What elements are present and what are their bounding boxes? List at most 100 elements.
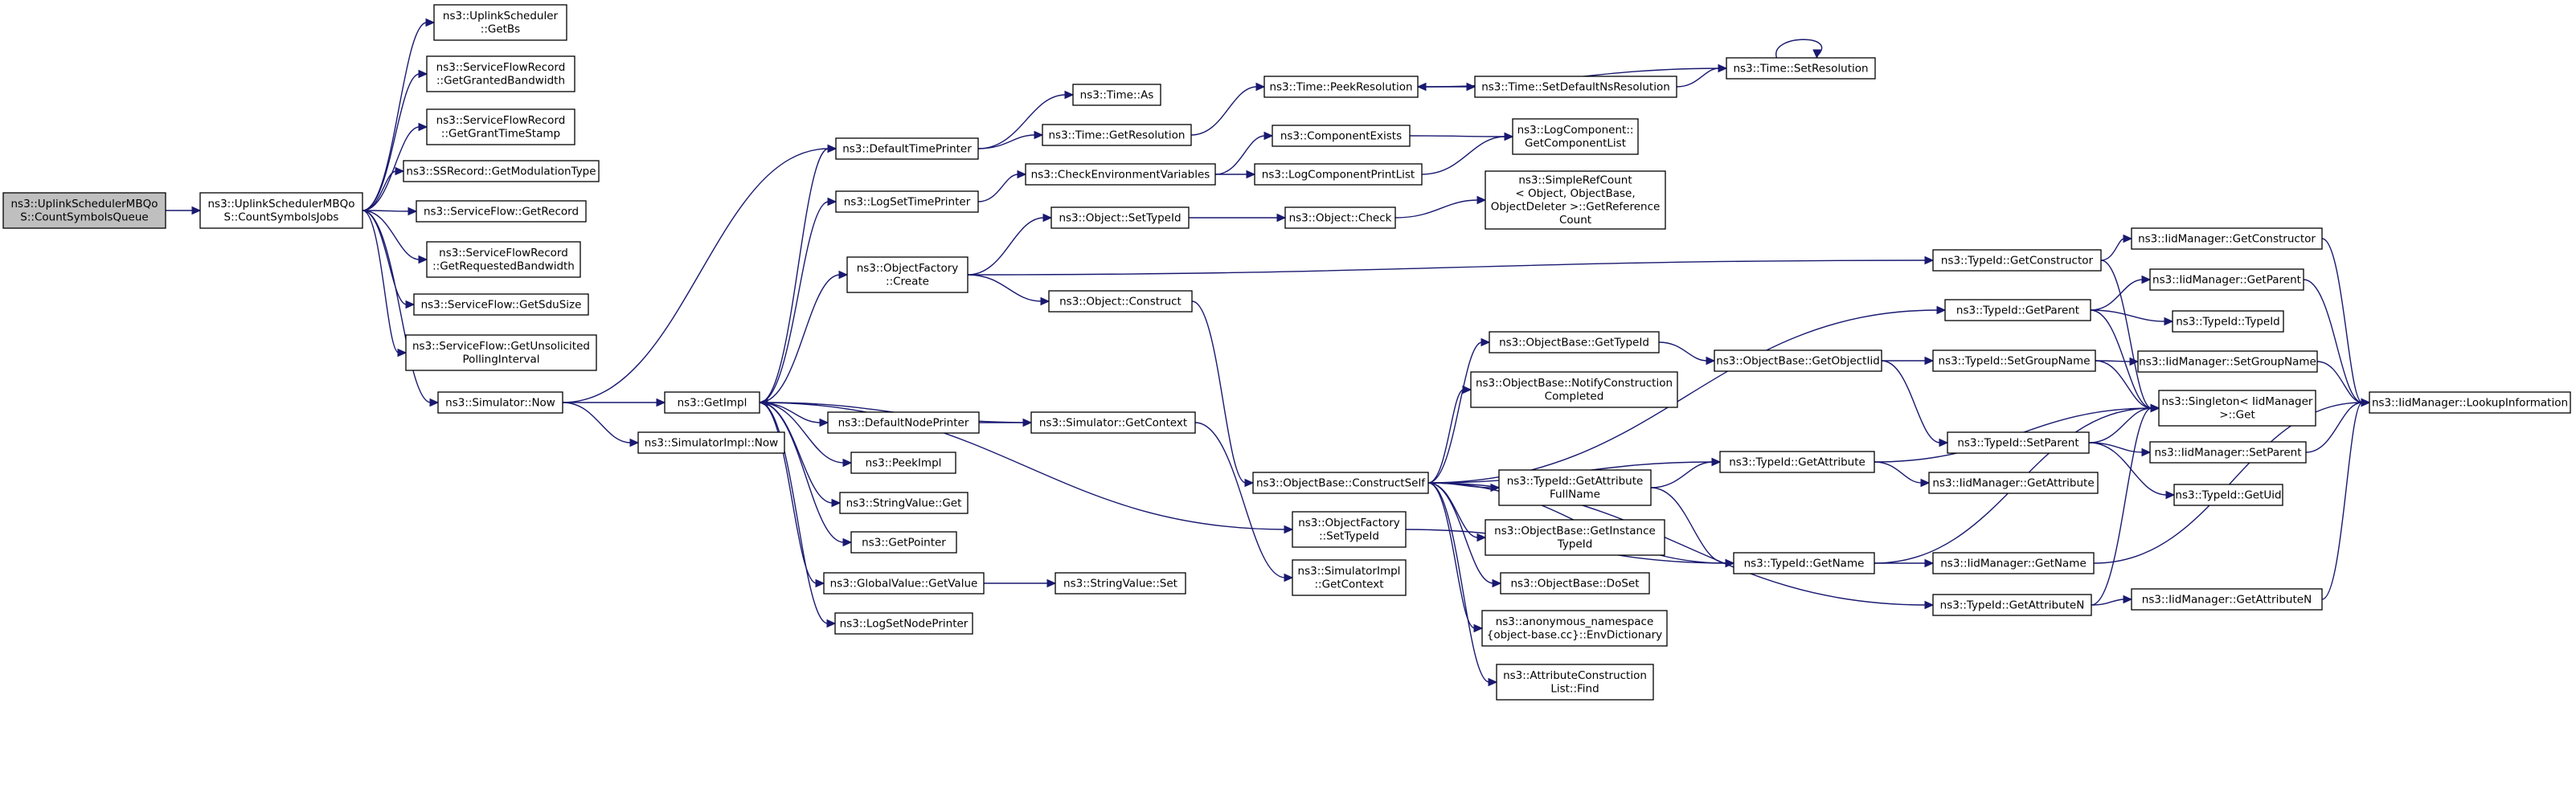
node-obgoti[interactable]: ns3::ObjectBase::GetObjectIid bbox=[1714, 349, 1882, 372]
node-iigan[interactable]: ns3::IidManager::GetAttributeN bbox=[2131, 588, 2323, 611]
node-box bbox=[1489, 331, 1660, 354]
node-cev[interactable]: ns3::CheckEnvironmentVariables bbox=[1025, 163, 1216, 186]
edge-line bbox=[1190, 86, 1258, 136]
node-label: Completed bbox=[1545, 390, 1604, 403]
node-box bbox=[2172, 310, 2284, 333]
node-anon[interactable]: ns3::anonymous_namespace{object-base.cc}… bbox=[1481, 610, 1668, 647]
node-tsr[interactable]: ns3::Time::SetResolution bbox=[1726, 57, 1876, 80]
edge-arrowhead bbox=[758, 398, 768, 407]
node-label: ns3::GlobalValue::GetValue bbox=[830, 577, 978, 590]
edge-line bbox=[1427, 482, 1479, 538]
node-lsnp[interactable]: ns3::LogSetNodePrinter bbox=[834, 612, 973, 635]
node-tpr[interactable]: ns3::Time::PeekResolution bbox=[1263, 76, 1419, 98]
edge-line bbox=[2100, 260, 2152, 409]
node-label: ns3::TypeId::GetUid bbox=[2175, 488, 2281, 501]
node-label: ns3::SimulatorImpl::Now bbox=[645, 436, 778, 449]
node-dtp[interactable]: ns3::DefaultTimePrinter bbox=[835, 137, 979, 160]
edge-dtp-to-tas bbox=[977, 90, 1075, 149]
node-ofc[interactable]: ns3::ObjectFactory::Create bbox=[846, 256, 969, 293]
node-gvgv[interactable]: ns3::GlobalValue::GetValue bbox=[823, 572, 985, 595]
node-tisgn[interactable]: ns3::TypeId::SetGroupName bbox=[1932, 349, 2096, 372]
node-box bbox=[2131, 588, 2323, 611]
node-tigan[interactable]: ns3::TypeId::GetAttributeN bbox=[1932, 594, 2092, 616]
node-gptr[interactable]: ns3::GetPointer bbox=[850, 531, 957, 554]
edge-line bbox=[2090, 279, 2144, 311]
edge-getimpl-to-lsnp bbox=[759, 402, 837, 628]
edge-tisp-to-iisp bbox=[2088, 442, 2152, 457]
node-iiga[interactable]: ns3::IidManager::GetAttribute bbox=[1928, 472, 2099, 494]
node-gmt[interactable]: ns3::SSRecord::GetModulationType bbox=[403, 160, 600, 182]
node-lcgcl[interactable]: ns3::LogComponent::GetComponentList bbox=[1512, 118, 1639, 155]
node-tgr[interactable]: ns3::Time::GetResolution bbox=[1042, 124, 1192, 146]
node-iign[interactable]: ns3::IidManager::GetName bbox=[1932, 552, 2095, 574]
node-svset[interactable]: ns3::StringValue::Set bbox=[1055, 572, 1186, 595]
edge-line bbox=[2090, 309, 2152, 409]
edge-arrowhead bbox=[2123, 234, 2133, 243]
node-obgti[interactable]: ns3::ObjectBase::GetTypeId bbox=[1489, 331, 1660, 354]
node-tign[interactable]: ns3::TypeId::GetName bbox=[1733, 552, 1875, 574]
node-iisgn[interactable]: ns3::IidManager::SetGroupName bbox=[2137, 350, 2318, 373]
node-obcs[interactable]: ns3::ObjectBase::ConstructSelf bbox=[1252, 472, 1429, 494]
node-label: ns3::Time::SetDefaultNsResolution bbox=[1481, 80, 1670, 93]
edge-arrowhead bbox=[1939, 438, 1949, 447]
node-sfgr[interactable]: ns3::ServiceFlow::GetRecord bbox=[416, 200, 587, 223]
node-tsdnr[interactable]: ns3::Time::SetDefaultNsResolution bbox=[1474, 76, 1677, 98]
node-label: ns3::ServiceFlow::GetRecord bbox=[424, 205, 579, 218]
node-getbs[interactable]: ns3::UplinkScheduler::GetBs bbox=[433, 4, 567, 41]
node-sigc[interactable]: ns3::SimulatorImpl::GetContext bbox=[1292, 559, 1407, 596]
node-ochk[interactable]: ns3::Object::Check bbox=[1284, 206, 1396, 229]
node-ggts[interactable]: ns3::ServiceFlowRecord::GetGrantTimeStam… bbox=[426, 108, 575, 145]
node-iili[interactable]: ns3::IidManager::LookupInformation bbox=[2369, 391, 2571, 414]
node-tisp[interactable]: ns3::TypeId::SetParent bbox=[1947, 431, 2090, 454]
node-ggb[interactable]: ns3::ServiceFlowRecord::GetGrantedBandwi… bbox=[426, 55, 575, 92]
node-box bbox=[1496, 664, 1654, 701]
node-tiga[interactable]: ns3::TypeId::GetAttribute bbox=[1719, 451, 1875, 473]
node-impnow[interactable]: ns3::SimulatorImpl::Now bbox=[637, 431, 785, 454]
node-iigp[interactable]: ns3::IidManager::GetParent bbox=[2149, 268, 2304, 291]
edge-arrowhead bbox=[629, 438, 640, 447]
node-label: ns3::IidManager::SetGroupName bbox=[2139, 355, 2316, 368]
node-oconst[interactable]: ns3::Object::Construct bbox=[1048, 290, 1193, 313]
node-peek[interactable]: ns3::PeekImpl bbox=[850, 452, 956, 474]
node-box bbox=[827, 411, 980, 434]
node-svget[interactable]: ns3::StringValue::Get bbox=[839, 492, 969, 514]
node-iisp[interactable]: ns3::IidManager::SetParent bbox=[2149, 441, 2307, 464]
node-root[interactable]: ns3::UplinkSchedulerMBQoS::CountSymbolsQ… bbox=[2, 192, 166, 229]
node-srcount[interactable]: ns3::SimpleRefCount< Object, ObjectBase,… bbox=[1485, 170, 1666, 230]
node-lstp[interactable]: ns3::LogSetTimePrinter bbox=[835, 190, 979, 213]
node-obncc[interactable]: ns3::ObjectBase::NotifyConstructionCompl… bbox=[1470, 371, 1678, 408]
node-box bbox=[1272, 125, 1411, 147]
node-ogt[interactable]: ns3::Object::SetTypeId bbox=[1050, 206, 1190, 229]
node-grb[interactable]: ns3::ServiceFlowRecord::GetRequestedBand… bbox=[426, 241, 581, 278]
node-dnp[interactable]: ns3::DefaultNodePrinter bbox=[827, 411, 980, 434]
node-gsdu[interactable]: ns3::ServiceFlow::GetSduSize bbox=[413, 293, 589, 316]
node-tigc[interactable]: ns3::TypeId::GetConstructor bbox=[1932, 249, 2102, 272]
node-label: ns3::SSRecord::GetModulationType bbox=[406, 165, 596, 178]
node-lcpl[interactable]: ns3::LogComponentPrintList bbox=[1254, 163, 1423, 186]
node-tiid[interactable]: ns3::TypeId::TypeId bbox=[2172, 310, 2284, 333]
edge-line bbox=[1427, 389, 1464, 484]
node-box bbox=[1025, 163, 1216, 186]
node-tiguid[interactable]: ns3::TypeId::GetUid bbox=[2173, 484, 2283, 506]
node-tigp[interactable]: ns3::TypeId::GetParent bbox=[1944, 299, 2091, 321]
node-label: ns3::LogSetNodePrinter bbox=[840, 617, 969, 630]
node-sgc[interactable]: ns3::Simulator::GetContext bbox=[1030, 411, 1196, 434]
node-obds[interactable]: ns3::ObjectBase::DoSet bbox=[1500, 572, 1650, 595]
node-box bbox=[1500, 572, 1650, 595]
edge-tgafn-to-tign bbox=[1650, 487, 1735, 568]
edge-line bbox=[977, 94, 1067, 149]
node-ce[interactable]: ns3::ComponentExists bbox=[1272, 125, 1411, 147]
node-tas[interactable]: ns3::Time::As bbox=[1072, 84, 1161, 106]
node-getimpl[interactable]: ns3::GetImpl bbox=[664, 391, 760, 414]
node-ofst[interactable]: ns3::ObjectFactory::SetTypeId bbox=[1292, 511, 1407, 548]
node-singleton[interactable]: ns3::Singleton< IidManager>::Get bbox=[2158, 390, 2316, 427]
node-csj[interactable]: ns3::UplinkSchedulerMBQoS::CountSymbolsJ… bbox=[199, 192, 363, 229]
node-box bbox=[1714, 349, 1882, 372]
node-iigc[interactable]: ns3::IidManager::GetConstructor bbox=[2131, 227, 2323, 250]
node-now[interactable]: ns3::Simulator::Now bbox=[437, 391, 563, 414]
node-gupi[interactable]: ns3::ServiceFlow::GetUnsolicitedPollingI… bbox=[405, 334, 597, 371]
edge-line bbox=[362, 73, 420, 211]
